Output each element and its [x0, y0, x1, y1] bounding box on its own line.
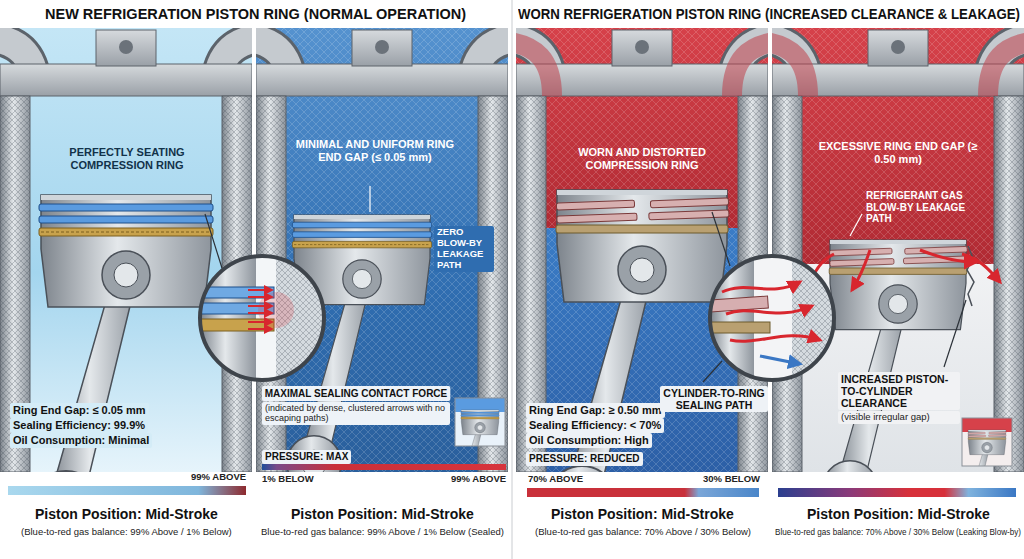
leader-line [205, 186, 966, 382]
magnifier-inset [730, 336, 820, 341]
thumbnail-inset [962, 418, 1012, 466]
magnifier-inset [200, 256, 324, 380]
pressure-label: PRESSURE: REDUCED [526, 452, 643, 466]
thumbnail-inset [962, 418, 1012, 466]
thumbnail-inset [966, 430, 1005, 466]
callout-label: ZERO BLOW-BY LEAKAGE PATH [434, 226, 494, 272]
magnifier-inset [248, 312, 272, 314]
cylinder-panel [772, 42, 1024, 96]
callout-note: (visible irregular gap) [838, 411, 960, 424]
magnifier-inset [248, 321, 272, 323]
callout-label: WORN AND DISTORTED COMPRESSION RING [562, 146, 722, 171]
panel-heading: WORN REFRIGERATION PISTON RING (INCREASE… [518, 6, 1020, 23]
divider-line [512, 0, 513, 559]
position-caption: Piston Position: Mid-Stroke [551, 506, 734, 522]
magnifier-inset [726, 306, 812, 314]
magnifier-inset [710, 256, 834, 380]
magnifier-inset [200, 256, 324, 380]
balance-bar [8, 464, 1016, 497]
magnifier-inset [248, 296, 272, 298]
pressure-label: PRESSURE: MAX [262, 450, 351, 464]
cylinder-panel [516, 28, 768, 472]
thumbnail-inset [461, 412, 499, 419]
thumbnail-inset [459, 410, 498, 446]
cylinder-panel [0, 28, 252, 472]
magnifier-inset [710, 256, 834, 380]
position-caption: Piston Position: Mid-Stroke [35, 506, 218, 522]
spec-value: Ring End Gap: ≥ 0.50 mm [526, 403, 665, 418]
callout-label: REFRIGERANT GAS BLOW-BY LEAKAGE PATH [866, 190, 990, 225]
magnifier-inset [200, 256, 324, 380]
blow-by-arrow [920, 250, 976, 262]
cylinder-panel [256, 28, 508, 472]
position-caption: Piston Position: Mid-Stroke [807, 506, 990, 522]
spec-value: Oil Consumption: Minimal [10, 433, 152, 448]
cylinder-panel [772, 28, 1024, 472]
magnifier-inset [248, 289, 272, 291]
magnifier-inset [248, 305, 272, 307]
thumbnail-inset [455, 398, 505, 446]
cylinder-panel [292, 222, 431, 248]
balance-bar [527, 488, 759, 497]
magnifier-inset [710, 322, 770, 333]
magnifier-inset [710, 256, 834, 380]
callout-label: PERFECTLY SEATING COMPRESSION RING [62, 146, 192, 171]
magnifier-inset [710, 256, 754, 380]
leader-line [369, 186, 370, 212]
balance-value: 1% BELOW [262, 474, 314, 485]
position-caption: Piston Position: Mid-Stroke [291, 506, 474, 522]
cylinder-panel [516, 42, 768, 96]
magnifier-inset [760, 356, 800, 364]
callout-label: INCREASED PISTON-TO-CYLINDER CLEARANCE [838, 372, 960, 410]
magnifier-inset [248, 290, 272, 329]
callout-label: EXCESSIVE RING END GAP (≥ 0.50 mm) [818, 140, 978, 165]
balance-bar [262, 464, 506, 470]
balance-caption: (Blue-to-red gas balance: 99% Above / 1%… [21, 527, 232, 538]
magnifier-inset [722, 282, 820, 341]
blow-by-arrow [810, 250, 1000, 290]
balance-value: 99% ABOVE [191, 472, 246, 483]
thumbnail-inset [455, 398, 505, 446]
callout-label: MINIMAL AND UNIFORM RING END GAP (≤ 0.05… [295, 138, 455, 163]
leader-line [205, 214, 222, 268]
leader-line [703, 361, 722, 382]
spec-value: Sealing Efficiency: 99.9% [10, 418, 148, 433]
magnifier-inset [200, 256, 324, 380]
magnifier-inset [792, 256, 834, 380]
cylinder-panel [556, 197, 729, 233]
spec-value: Ring End Gap: ≤ 0.05 mm [10, 403, 149, 418]
callout-note: (indicated by dense, clustered arrows wi… [262, 402, 450, 425]
panel-heading: NEW REFRIGERATION PISTON RING (NORMAL OP… [45, 6, 466, 23]
balance-value: 99% ABOVE [451, 474, 506, 485]
blow-by-arrow [962, 254, 1000, 282]
leader-line [944, 300, 966, 367]
magnifier-inset [710, 256, 834, 380]
thumbnail-inset [968, 432, 1006, 440]
magnifier-inset [792, 256, 834, 380]
leader-line [712, 212, 730, 266]
balance-caption: Blue-to-red gas balance: 99% Above / 1% … [261, 527, 504, 538]
callout-label: MAXIMAL SEALING CONTACT FORCE [262, 386, 450, 401]
balance-caption: Blue-to-red gas balance: 70% Above / 30%… [775, 527, 1021, 538]
balance-bar [778, 488, 1016, 497]
spec-value: Sealing Efficiency: < 70% [526, 418, 664, 433]
cylinder-panel [39, 204, 213, 236]
balance-value: 70% ABOVE [528, 474, 583, 485]
leader-line [850, 214, 862, 236]
magnifier-inset [200, 287, 274, 298]
callout-label: CYLINDER-TO-RING SEALING PATH [660, 386, 768, 412]
balance-caption: (Blue-to-red gas balance: 70% Above / 30… [535, 527, 751, 538]
blow-by-arrow [852, 250, 870, 290]
balance-bar [8, 486, 246, 495]
magnifier-inset [200, 256, 256, 380]
spec-value: Oil Consumption: High [526, 433, 652, 448]
balance-value: 30% BELOW [703, 474, 760, 485]
magnifier-inset [722, 282, 800, 292]
magnifier-inset [248, 328, 272, 330]
